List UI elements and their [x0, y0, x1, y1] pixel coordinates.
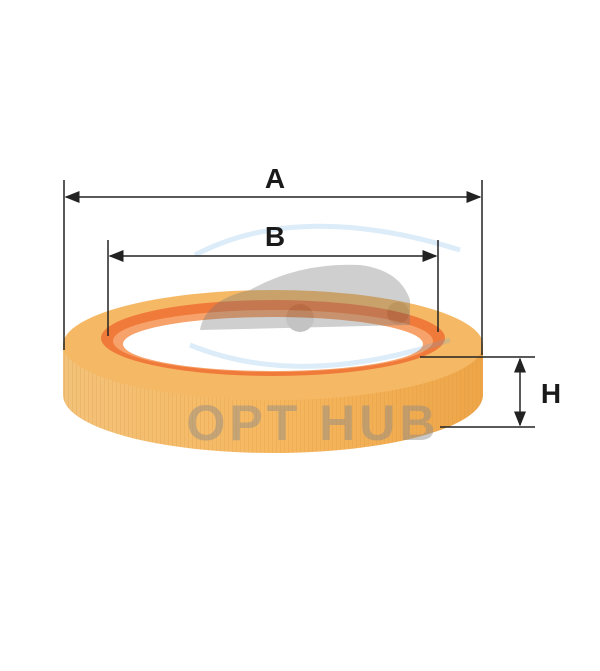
dimension-lines [63, 180, 535, 428]
dimension-b-label: B [265, 221, 285, 252]
watermark-text: OPT HUB [187, 395, 440, 451]
filter-ring [63, 290, 483, 453]
dimension-h-label: H [541, 378, 561, 409]
watermark-car-logo [189, 223, 461, 369]
dimension-a-label: A [265, 163, 285, 194]
